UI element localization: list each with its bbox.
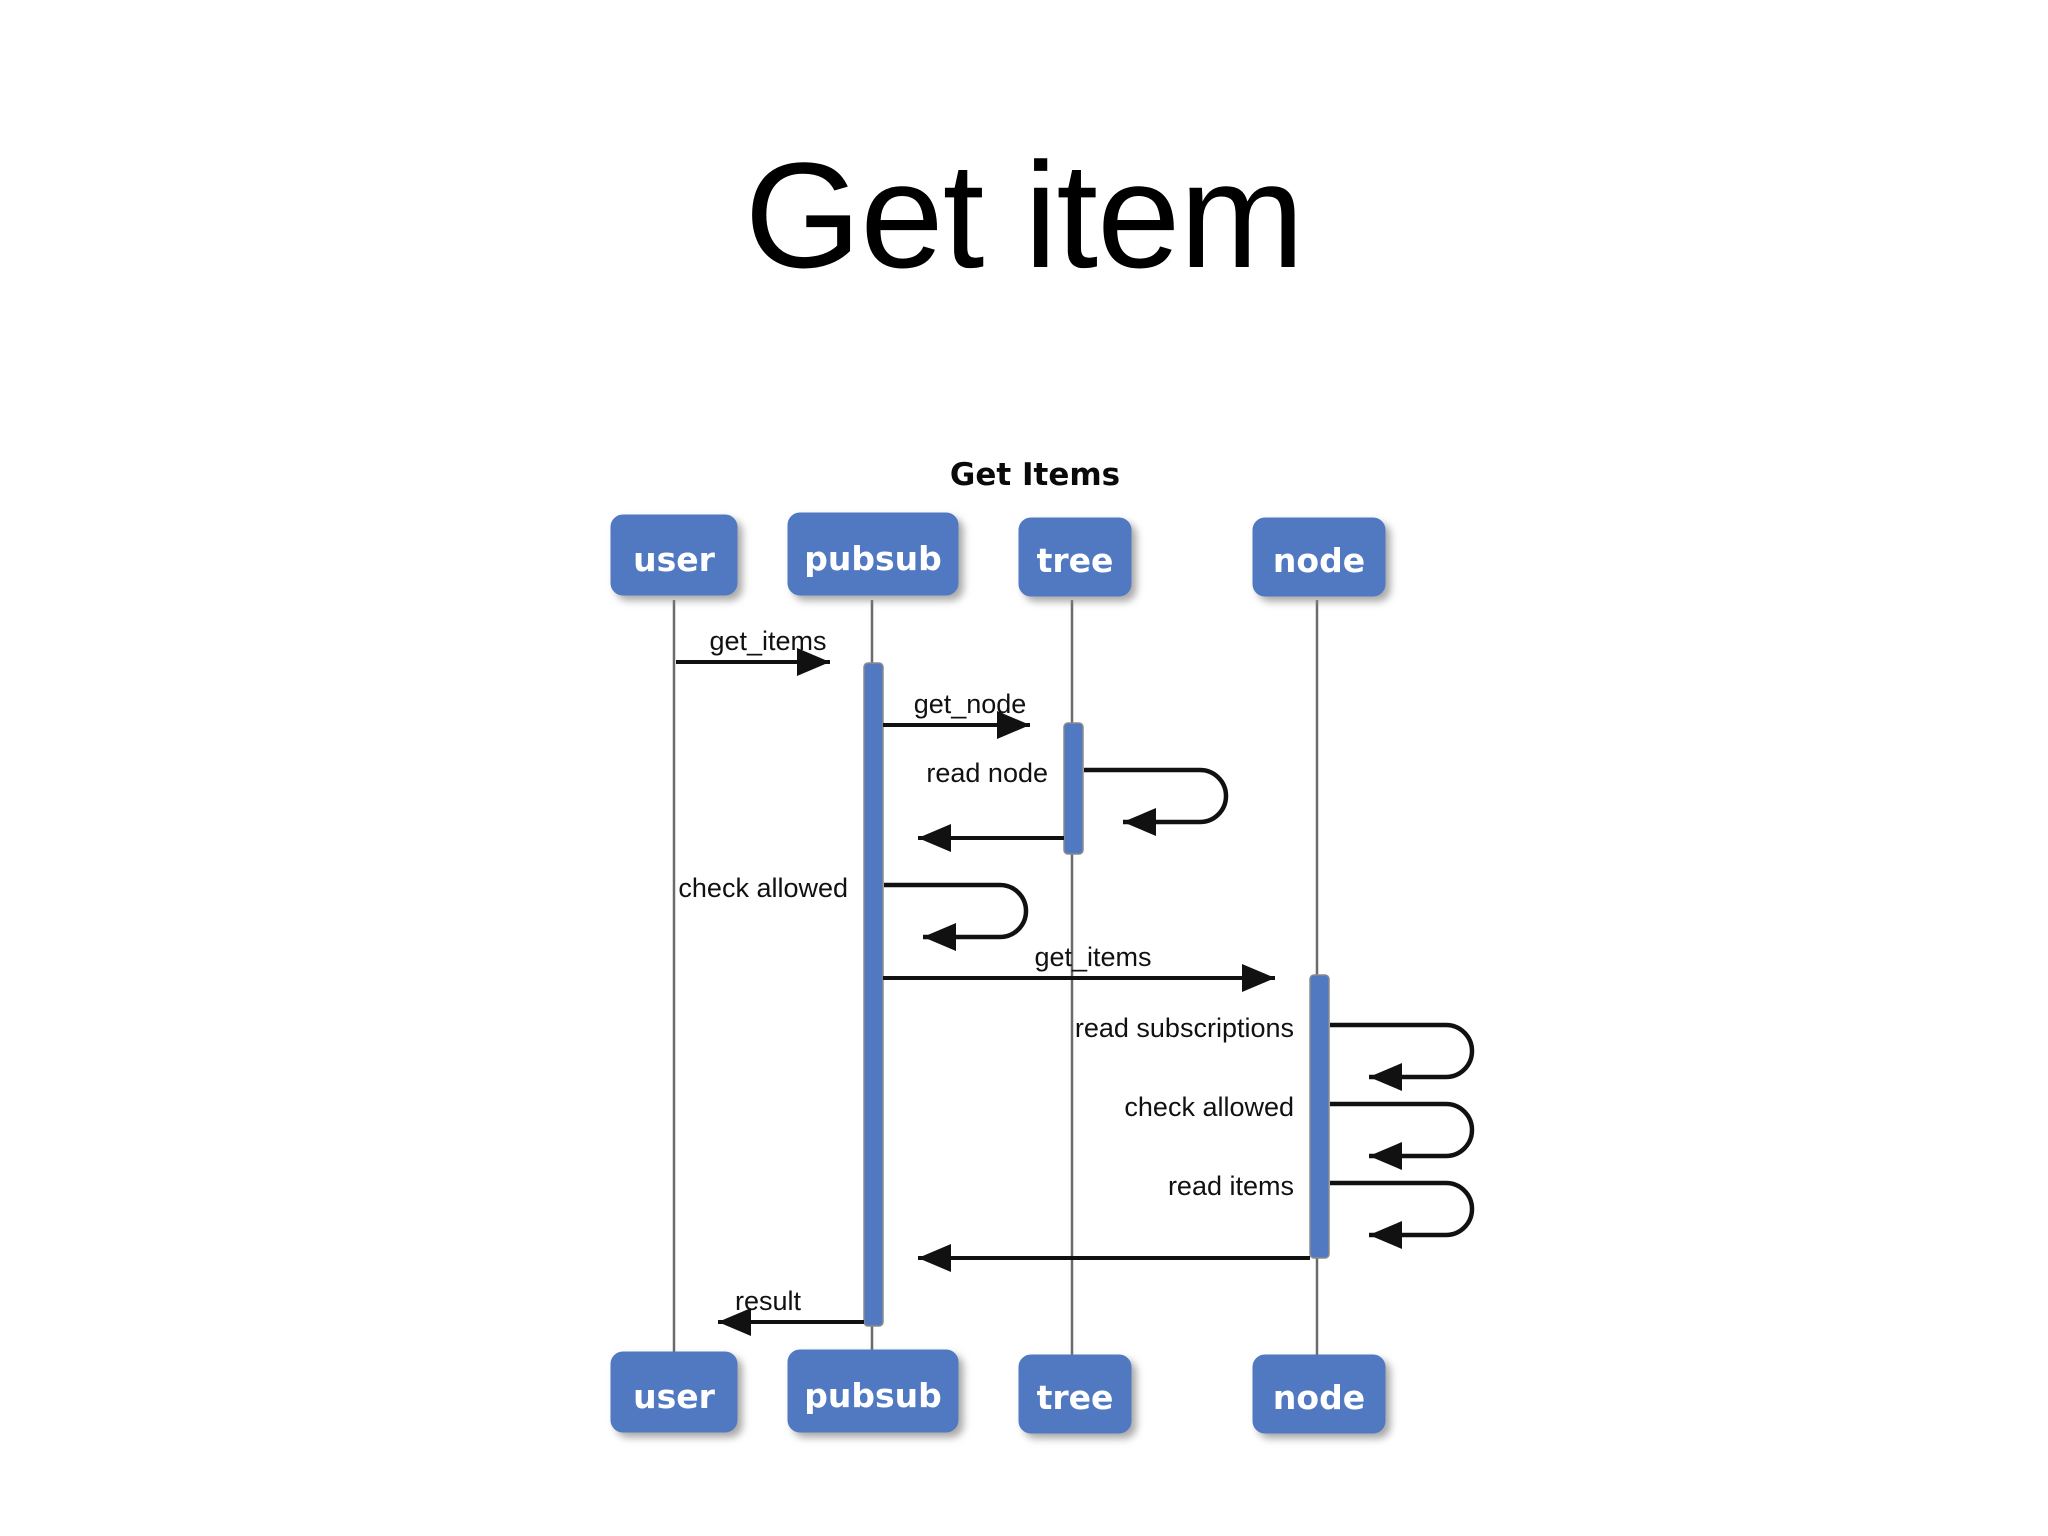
actor-footer-box <box>1252 1354 1386 1434</box>
message-read-items-self: read items <box>1168 1171 1475 1249</box>
message-label: get_node <box>914 689 1027 719</box>
self-message-loop <box>884 882 1029 951</box>
actor-footer-label: user <box>633 1377 716 1416</box>
actor-header-user[interactable]: user <box>610 514 738 596</box>
message-check-allowed-pubsub-self: check allowed <box>678 873 1029 951</box>
actor-header-pubsub[interactable]: pubsub <box>787 512 959 596</box>
message-label: read node <box>926 758 1048 788</box>
actor-header-box <box>1018 517 1132 597</box>
self-message-loop <box>1330 1180 1475 1249</box>
actor-header-node[interactable]: node <box>1252 517 1386 597</box>
message-label: result <box>735 1286 802 1316</box>
actor-header-label: node <box>1273 541 1365 580</box>
message-label: read items <box>1168 1171 1294 1201</box>
message-check-allowed-node-self: check allowed <box>1124 1092 1475 1170</box>
page-title: Get item <box>744 131 1305 299</box>
self-message-loop <box>1330 1101 1475 1170</box>
actor-footer-label: pubsub <box>804 1376 942 1415</box>
message-get-items-pubsub-node: get_items <box>883 942 1275 992</box>
actor-header-box <box>610 514 738 596</box>
actor-footer-label: node <box>1273 1378 1365 1417</box>
actor-header-box <box>1252 517 1386 597</box>
message-label: get_items <box>1034 942 1151 972</box>
actor-footer-pubsub[interactable]: pubsub <box>787 1349 959 1433</box>
actor-footer-label: tree <box>1037 1378 1114 1417</box>
diagram-title: Get Items <box>950 457 1120 493</box>
message-label: check allowed <box>678 873 848 903</box>
actor-footer-box <box>1018 1354 1132 1434</box>
message-result-pubsub-user: result <box>718 1286 864 1336</box>
actor-footer-box <box>610 1351 738 1433</box>
actor-footer-tree[interactable]: tree <box>1018 1354 1132 1434</box>
activation-bar-pubsub <box>863 662 884 1327</box>
actor-header-label: user <box>633 540 716 579</box>
message-label: read subscriptions <box>1075 1013 1294 1043</box>
actor-header-label: tree <box>1037 541 1114 580</box>
actor-footer-box <box>787 1349 959 1433</box>
message-read-node-self: read node <box>926 758 1229 836</box>
actor-header-box <box>787 512 959 596</box>
actor-footer-user[interactable]: user <box>610 1351 738 1433</box>
activation-bar-node <box>1309 974 1330 1259</box>
message-label: get_items <box>709 626 826 656</box>
actor-footer-node[interactable]: node <box>1252 1354 1386 1434</box>
activation-bar-tree <box>1063 722 1084 855</box>
self-message-loop <box>1084 767 1229 836</box>
actor-header-label: pubsub <box>804 539 942 578</box>
message-label: check allowed <box>1124 1092 1294 1122</box>
actor-header-tree[interactable]: tree <box>1018 517 1132 597</box>
message-read-subscriptions-self: read subscriptions <box>1075 1013 1475 1091</box>
message-get-items-user-pubsub: get_items <box>676 626 830 676</box>
self-message-loop <box>1330 1022 1475 1091</box>
message-get-node-pubsub-tree: get_node <box>883 689 1030 739</box>
